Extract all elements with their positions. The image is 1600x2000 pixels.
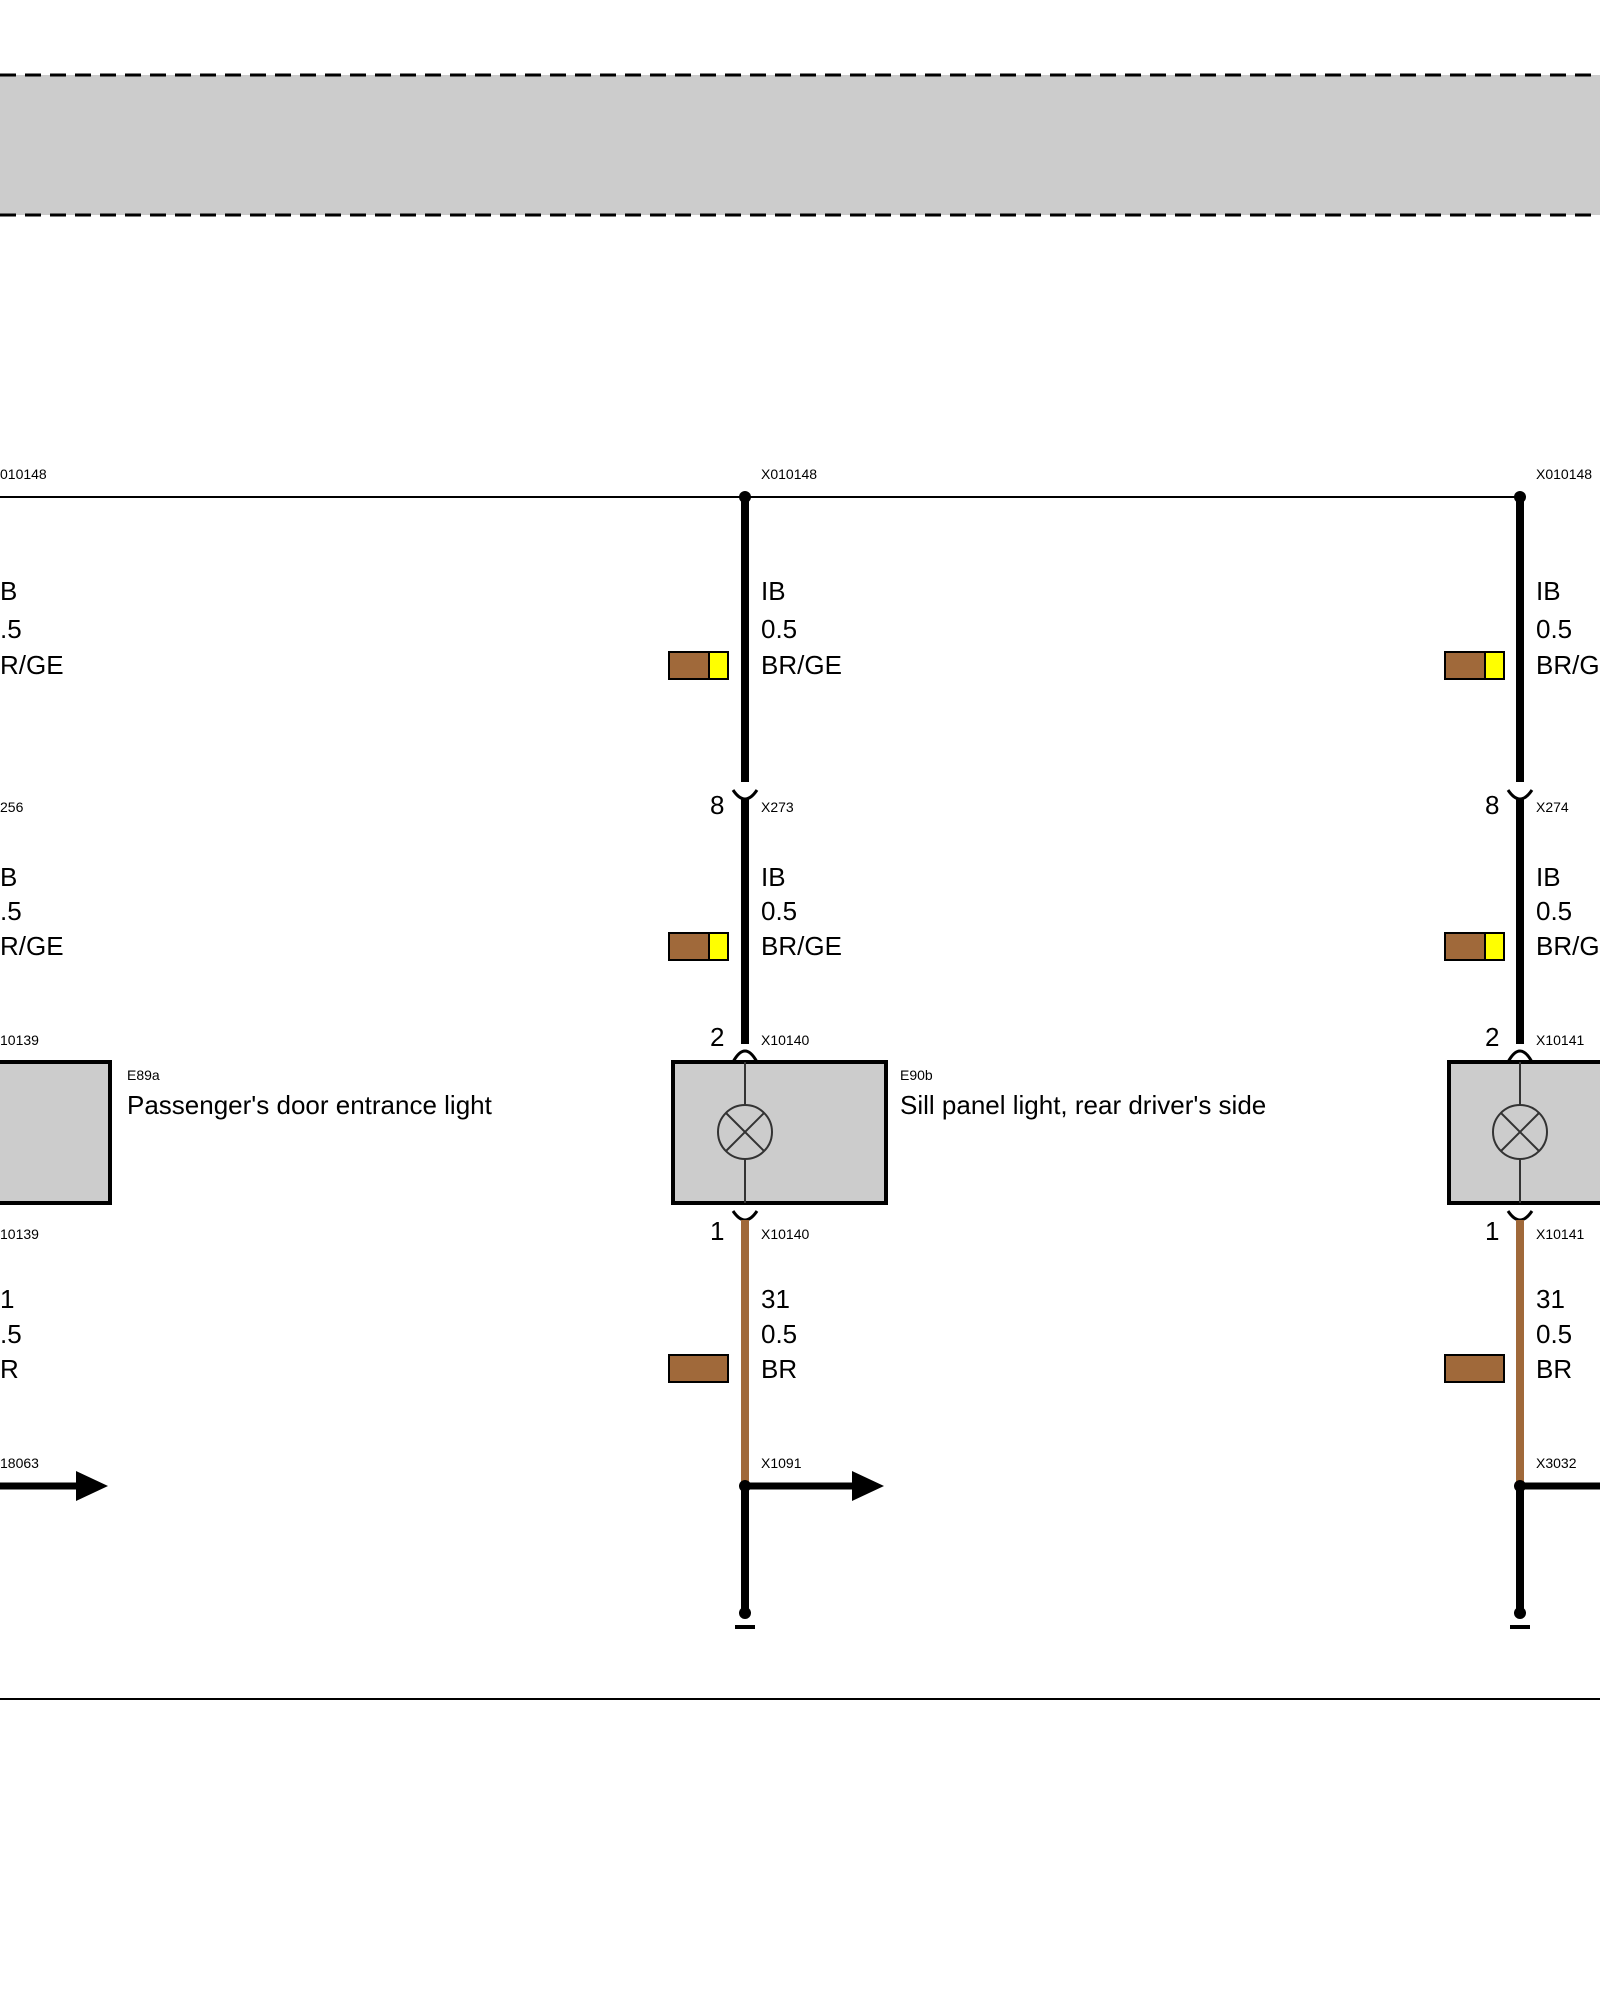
middle-circuit: IB 0.5 BR/GE 8 X273 IB 0.5 BR/GE 2 X1014…	[668, 491, 1266, 1629]
left-wire2-size: .5	[0, 896, 22, 926]
right-wire3-swatch-brown	[1444, 1354, 1505, 1383]
mid-wire2-swatch-brown	[668, 932, 710, 961]
right-conn2-top-symbol	[1506, 1049, 1534, 1063]
left-conn2-bottom-id: 10139	[0, 1226, 39, 1242]
left-wire3-term: 1	[0, 1284, 14, 1314]
right-circuit: IB 0.5 BR/G 8 X274 IB 0.5 BR/G 2 X10141 …	[1444, 491, 1600, 1629]
right-wire2-swatch-brown	[1444, 932, 1486, 961]
left-wire1-size: .5	[0, 614, 22, 644]
left-circuit: B .5 R/GE 256 B .5 R/GE 10139 E89a Passe…	[0, 576, 493, 1501]
mid-conn2-bottom-id: X10140	[761, 1226, 809, 1242]
mid-conn1-pin: 8	[710, 790, 724, 820]
mid-wire2-color: BR/GE	[761, 931, 842, 961]
mid-conn2-bottom-pin: 1	[710, 1216, 724, 1246]
right-wire2-swatch-yellow	[1484, 932, 1505, 961]
mid-conn2-top-pin: 2	[710, 1022, 724, 1052]
left-conn1-id: 256	[0, 799, 24, 815]
bus-label-left: 010148	[0, 466, 47, 482]
left-conn2-top-id: 10139	[0, 1032, 39, 1048]
mid-ground-id: X1091	[761, 1455, 802, 1471]
right-wire3-term: 31	[1536, 1284, 1565, 1314]
right-conn2-bottom-id: X10141	[1536, 1226, 1584, 1242]
left-wire2-color: R/GE	[0, 931, 64, 961]
left-component-box	[0, 1060, 112, 1205]
bus-label-right: X010148	[1536, 466, 1592, 482]
mid-conn2-top-id: X10140	[761, 1032, 809, 1048]
mid-ground-dot	[739, 1607, 751, 1619]
right-wire1-size: 0.5	[1536, 614, 1572, 644]
left-ground-id: 18063	[0, 1455, 39, 1471]
right-ground-dot	[1514, 1607, 1526, 1619]
header-band	[0, 75, 1600, 215]
mid-ground-arrow-head	[852, 1471, 884, 1501]
right-wire1-swatch-yellow	[1484, 651, 1505, 680]
right-wire3-size: 0.5	[1536, 1319, 1572, 1349]
right-wire2-size: 0.5	[1536, 896, 1572, 926]
left-wire3-color: R	[0, 1354, 19, 1384]
mid-wire1-size: 0.5	[761, 614, 797, 644]
right-wire1-swatch-brown	[1444, 651, 1486, 680]
mid-wire3-size: 0.5	[761, 1319, 797, 1349]
right-wire1-term: IB	[1536, 576, 1561, 606]
mid-component-box	[671, 1060, 888, 1205]
mid-wire3-term: 31	[761, 1284, 790, 1314]
right-wire2-term: IB	[1536, 862, 1561, 892]
mid-component-desc: Sill panel light, rear driver's side	[900, 1090, 1266, 1120]
right-conn2-top-pin: 2	[1485, 1022, 1499, 1052]
mid-wire1-term: IB	[761, 576, 786, 606]
mid-wire1-swatch-yellow	[708, 651, 729, 680]
left-ground-arrow-head	[76, 1471, 108, 1501]
right-lamp-cross-b	[1500, 1112, 1540, 1152]
left-wire3-size: .5	[0, 1319, 22, 1349]
mid-wire1-color: BR/GE	[761, 650, 842, 680]
right-conn2-top-id: X10141	[1536, 1032, 1584, 1048]
right-conn2-bottom-symbol	[1506, 1210, 1534, 1222]
right-wire1-color: BR/G	[1536, 650, 1600, 680]
mid-component-code: E90b	[900, 1067, 933, 1083]
mid-conn2-top-symbol	[731, 1049, 759, 1063]
left-wire1-color: R/GE	[0, 650, 64, 680]
right-ground-id: X3032	[1536, 1455, 1577, 1471]
right-conn2-bottom-pin: 1	[1485, 1216, 1499, 1246]
mid-conn1-symbol	[731, 789, 759, 801]
bus-label-mid: X010148	[761, 466, 817, 482]
left-wire1-term: B	[0, 576, 17, 606]
mid-lamp-cross-b	[725, 1112, 765, 1152]
mid-conn2-bottom-symbol	[731, 1210, 759, 1222]
left-component-code: E89a	[127, 1067, 160, 1083]
mid-wire2-size: 0.5	[761, 896, 797, 926]
right-wire3-color: BR	[1536, 1354, 1572, 1384]
mid-conn1-id: X273	[761, 799, 794, 815]
left-wire2-term: B	[0, 862, 17, 892]
mid-wire2-swatch-yellow	[708, 932, 729, 961]
mid-wire3-color: BR	[761, 1354, 797, 1384]
mid-wire1-swatch-brown	[668, 651, 710, 680]
mid-wire2-term: IB	[761, 862, 786, 892]
mid-wire3-swatch-brown	[668, 1354, 729, 1383]
right-conn1-symbol	[1506, 789, 1534, 801]
right-wire2-color: BR/G	[1536, 931, 1600, 961]
left-component-desc: Passenger's door entrance light	[127, 1090, 493, 1120]
right-conn1-id: X274	[1536, 799, 1569, 815]
right-conn1-pin: 8	[1485, 790, 1499, 820]
